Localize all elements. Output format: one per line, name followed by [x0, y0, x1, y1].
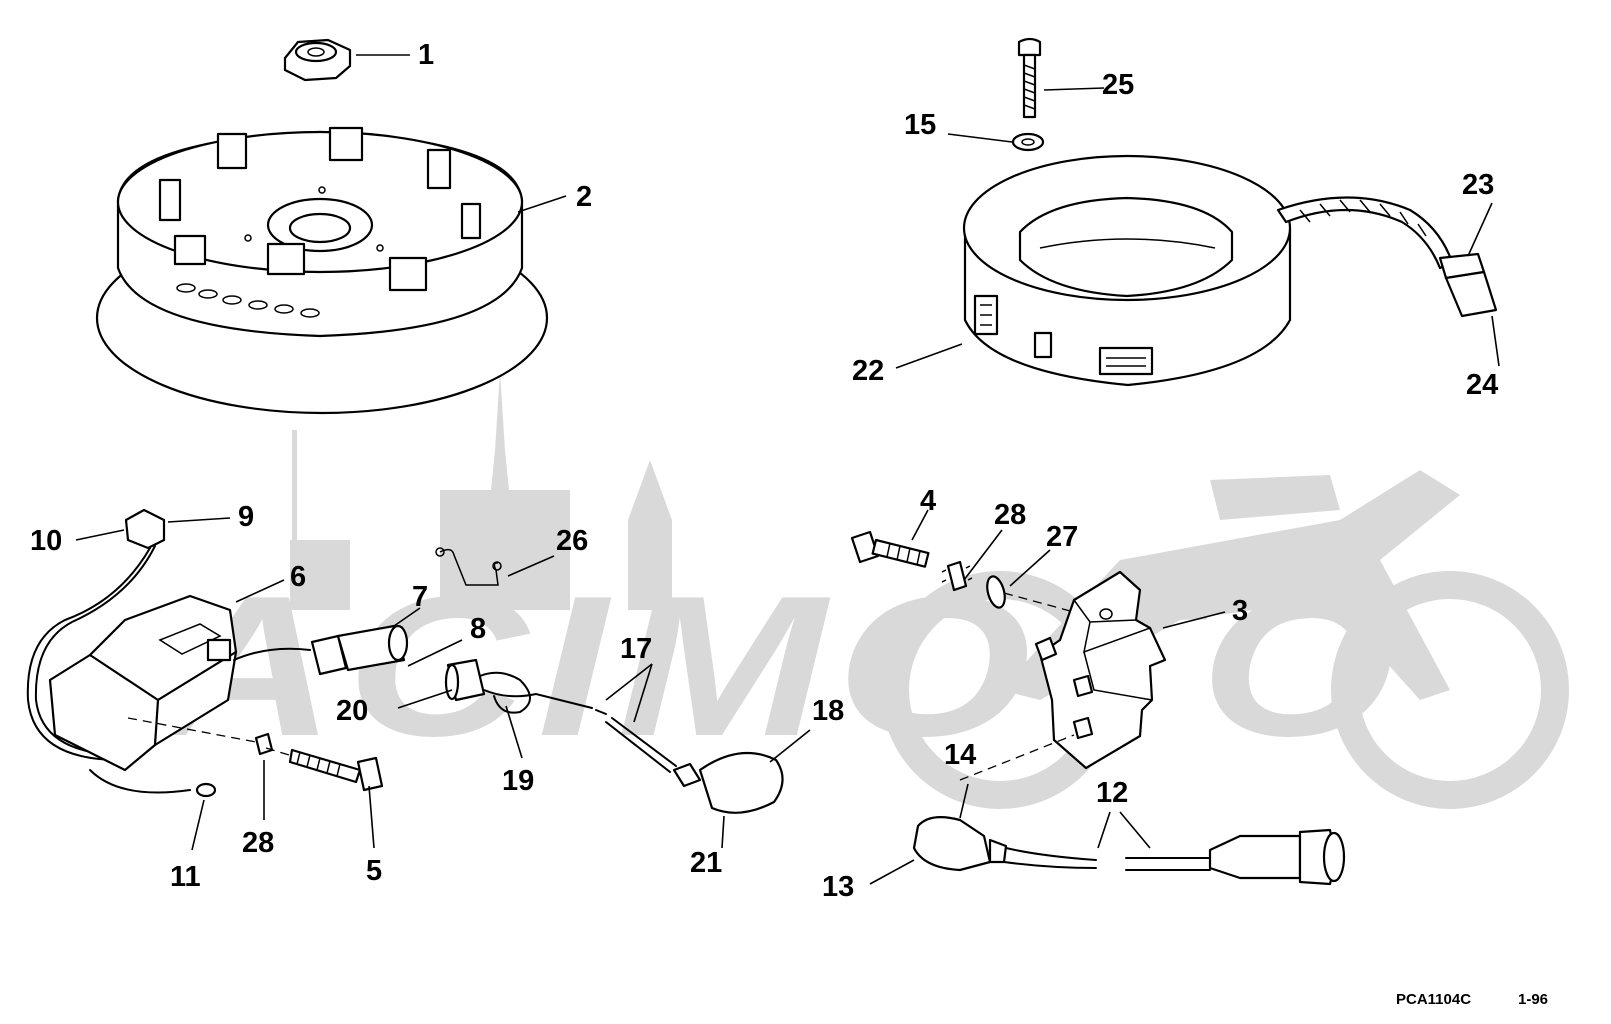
- watermark-small-building: [290, 540, 350, 610]
- callout-19: 19: [502, 765, 534, 797]
- callout-14: 14: [944, 739, 976, 771]
- watermark-dome-tower: [628, 460, 672, 610]
- callout-6: 6: [290, 561, 306, 593]
- callout-11: 11: [170, 861, 201, 893]
- callout-3: 3: [1232, 595, 1248, 627]
- callout-13: 13: [822, 871, 854, 903]
- part-7-8-connector: [310, 624, 409, 676]
- callout-26: 26: [556, 525, 588, 557]
- part-28-right-lockwasher: [941, 560, 973, 592]
- watermark-building: [440, 490, 570, 610]
- callout-18: 18: [812, 695, 844, 727]
- callout-2: 2: [576, 181, 592, 213]
- callout-23: 23: [1462, 169, 1494, 201]
- callout-25: 25: [1102, 69, 1134, 101]
- part-22-stator: [962, 154, 1498, 387]
- callout-10: 10: [30, 525, 62, 557]
- callout-17: 17: [620, 633, 652, 665]
- part-25-screw: [1017, 37, 1042, 119]
- callout-21: 21: [690, 847, 722, 879]
- callout-8: 8: [470, 613, 486, 645]
- callout-28-right: 28: [994, 499, 1026, 531]
- callout-1: 1: [418, 39, 434, 71]
- part-12-13-14-ht-lead: [912, 815, 1346, 886]
- part-3-ignition-coil: [1034, 570, 1167, 770]
- watermark-layer: ACIMOTO: [149, 372, 1569, 809]
- callout-15: 15: [904, 109, 936, 141]
- callout-7: 7: [412, 581, 428, 613]
- callout-22: 22: [852, 355, 884, 387]
- part-4-bolt: [850, 530, 930, 568]
- part-15-washer: [1011, 132, 1045, 152]
- callout-9: 9: [238, 501, 254, 533]
- part-28-left-lockwasher: [254, 732, 274, 756]
- part-27-washer: [986, 575, 1006, 609]
- part-2-flywheel: [95, 126, 549, 415]
- part-20-19-17-lead-assembly: [444, 658, 677, 773]
- callout-20: 20: [336, 695, 368, 727]
- callout-28-left: 28: [242, 827, 274, 859]
- part-5-screw: [288, 748, 384, 792]
- callout-27: 27: [1046, 521, 1078, 553]
- footer: PCA1104C 1-96: [1396, 991, 1548, 1008]
- alignment-lines: [127, 592, 1075, 781]
- callout-labels: 1 2 3 4 5 6 7 8 9 10 11 12 13 14 15 17 1…: [30, 39, 1498, 903]
- part-26-spring-clip: [435, 547, 502, 586]
- callout-24: 24: [1466, 369, 1498, 401]
- footer-diagram-code: PCA1104C: [1396, 991, 1471, 1008]
- watermark-flagpole: [292, 430, 297, 550]
- callout-12: 12: [1096, 777, 1128, 809]
- part-18-21-clip: [672, 751, 784, 814]
- part-6-ignition-module: [48, 594, 311, 798]
- part-9-10-spark-plug-cap: [26, 508, 166, 761]
- leader-lines: [75, 54, 1500, 885]
- callout-5: 5: [366, 855, 382, 887]
- part-1-nut: [283, 38, 352, 82]
- callout-4: 4: [920, 485, 936, 517]
- footer-date: 1-96: [1518, 991, 1548, 1008]
